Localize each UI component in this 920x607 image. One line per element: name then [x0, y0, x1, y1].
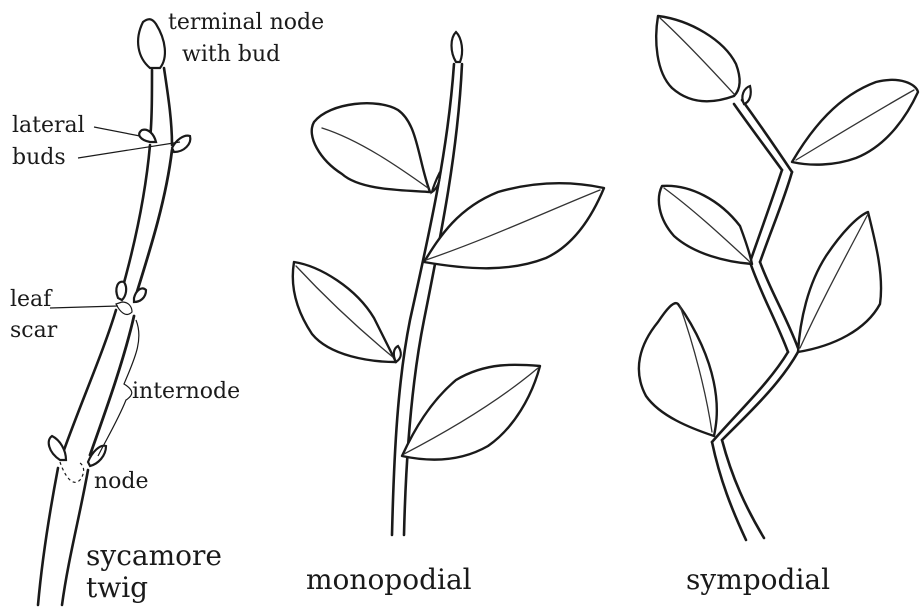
- leaf-scar-pointer: [50, 306, 118, 308]
- symp-leaf-lower-left: [639, 303, 717, 436]
- mono-bud-left-lower: [394, 346, 401, 362]
- mono-leaf-right-lower: [402, 365, 540, 460]
- label-internode: internode: [132, 379, 240, 405]
- mid-stem-right-edge: [136, 150, 172, 295]
- symp-segment-2-left: [750, 262, 788, 352]
- base-stem-left-edge: [38, 468, 58, 605]
- symp-leaf-middle-left: [659, 186, 752, 264]
- lateral-pointer: [94, 127, 140, 136]
- label-sycamore: sycamore: [86, 540, 222, 572]
- label-buds: buds: [12, 145, 66, 171]
- label-leaf: leaf: [10, 287, 51, 313]
- symp-base-right: [722, 440, 764, 538]
- symp-leaf-top-right: [792, 80, 918, 165]
- node-scar: [60, 462, 84, 482]
- lateral-bud-left: [139, 130, 156, 142]
- caption-monopodial: monopodial: [306, 564, 472, 596]
- symp-segment-4-left: [734, 104, 782, 170]
- symp-segment-2-right: [760, 262, 798, 348]
- node-bud-left: [49, 436, 66, 460]
- lower-stem-left-edge: [64, 310, 116, 450]
- symp-leaf-top-left: [656, 16, 739, 101]
- leaf-scar: [116, 302, 132, 314]
- sycamore-twig-drawing: [38, 19, 190, 605]
- lower-stem-right-edge: [90, 316, 134, 455]
- monopodial-drawing: [293, 32, 604, 535]
- label-node: node: [94, 469, 149, 495]
- mono-terminal-bud: [452, 32, 463, 62]
- symp-top-bud: [742, 86, 750, 104]
- buds-pointer: [78, 142, 180, 158]
- lateral-bud-right: [172, 136, 190, 152]
- mono-leaf-upper-left: [312, 103, 430, 192]
- node-bud-right: [88, 446, 106, 466]
- upper-stem-left-edge: [150, 70, 152, 140]
- mid-stem-left-edge: [122, 145, 150, 290]
- leaf-scar-bud-right: [134, 288, 146, 302]
- symp-segment-4-right: [742, 100, 792, 172]
- label-lateral: lateral: [12, 113, 85, 139]
- caption-sympodial: sympodial: [686, 564, 830, 596]
- label-with-bud: with bud: [182, 42, 280, 68]
- leaf-scar-bud: [116, 282, 126, 300]
- terminal-bud: [138, 19, 165, 68]
- symp-segment-1-left: [712, 352, 788, 442]
- label-scar: scar: [10, 318, 57, 344]
- base-stem-right-edge: [62, 470, 88, 605]
- label-terminal-node: terminal node: [168, 10, 324, 36]
- symp-segment-1-right: [722, 352, 798, 440]
- sympodial-drawing: [639, 16, 918, 540]
- upper-stem-right-edge: [164, 68, 172, 145]
- label-twig: twig: [86, 572, 148, 604]
- symp-leaf-middle-right: [798, 212, 881, 352]
